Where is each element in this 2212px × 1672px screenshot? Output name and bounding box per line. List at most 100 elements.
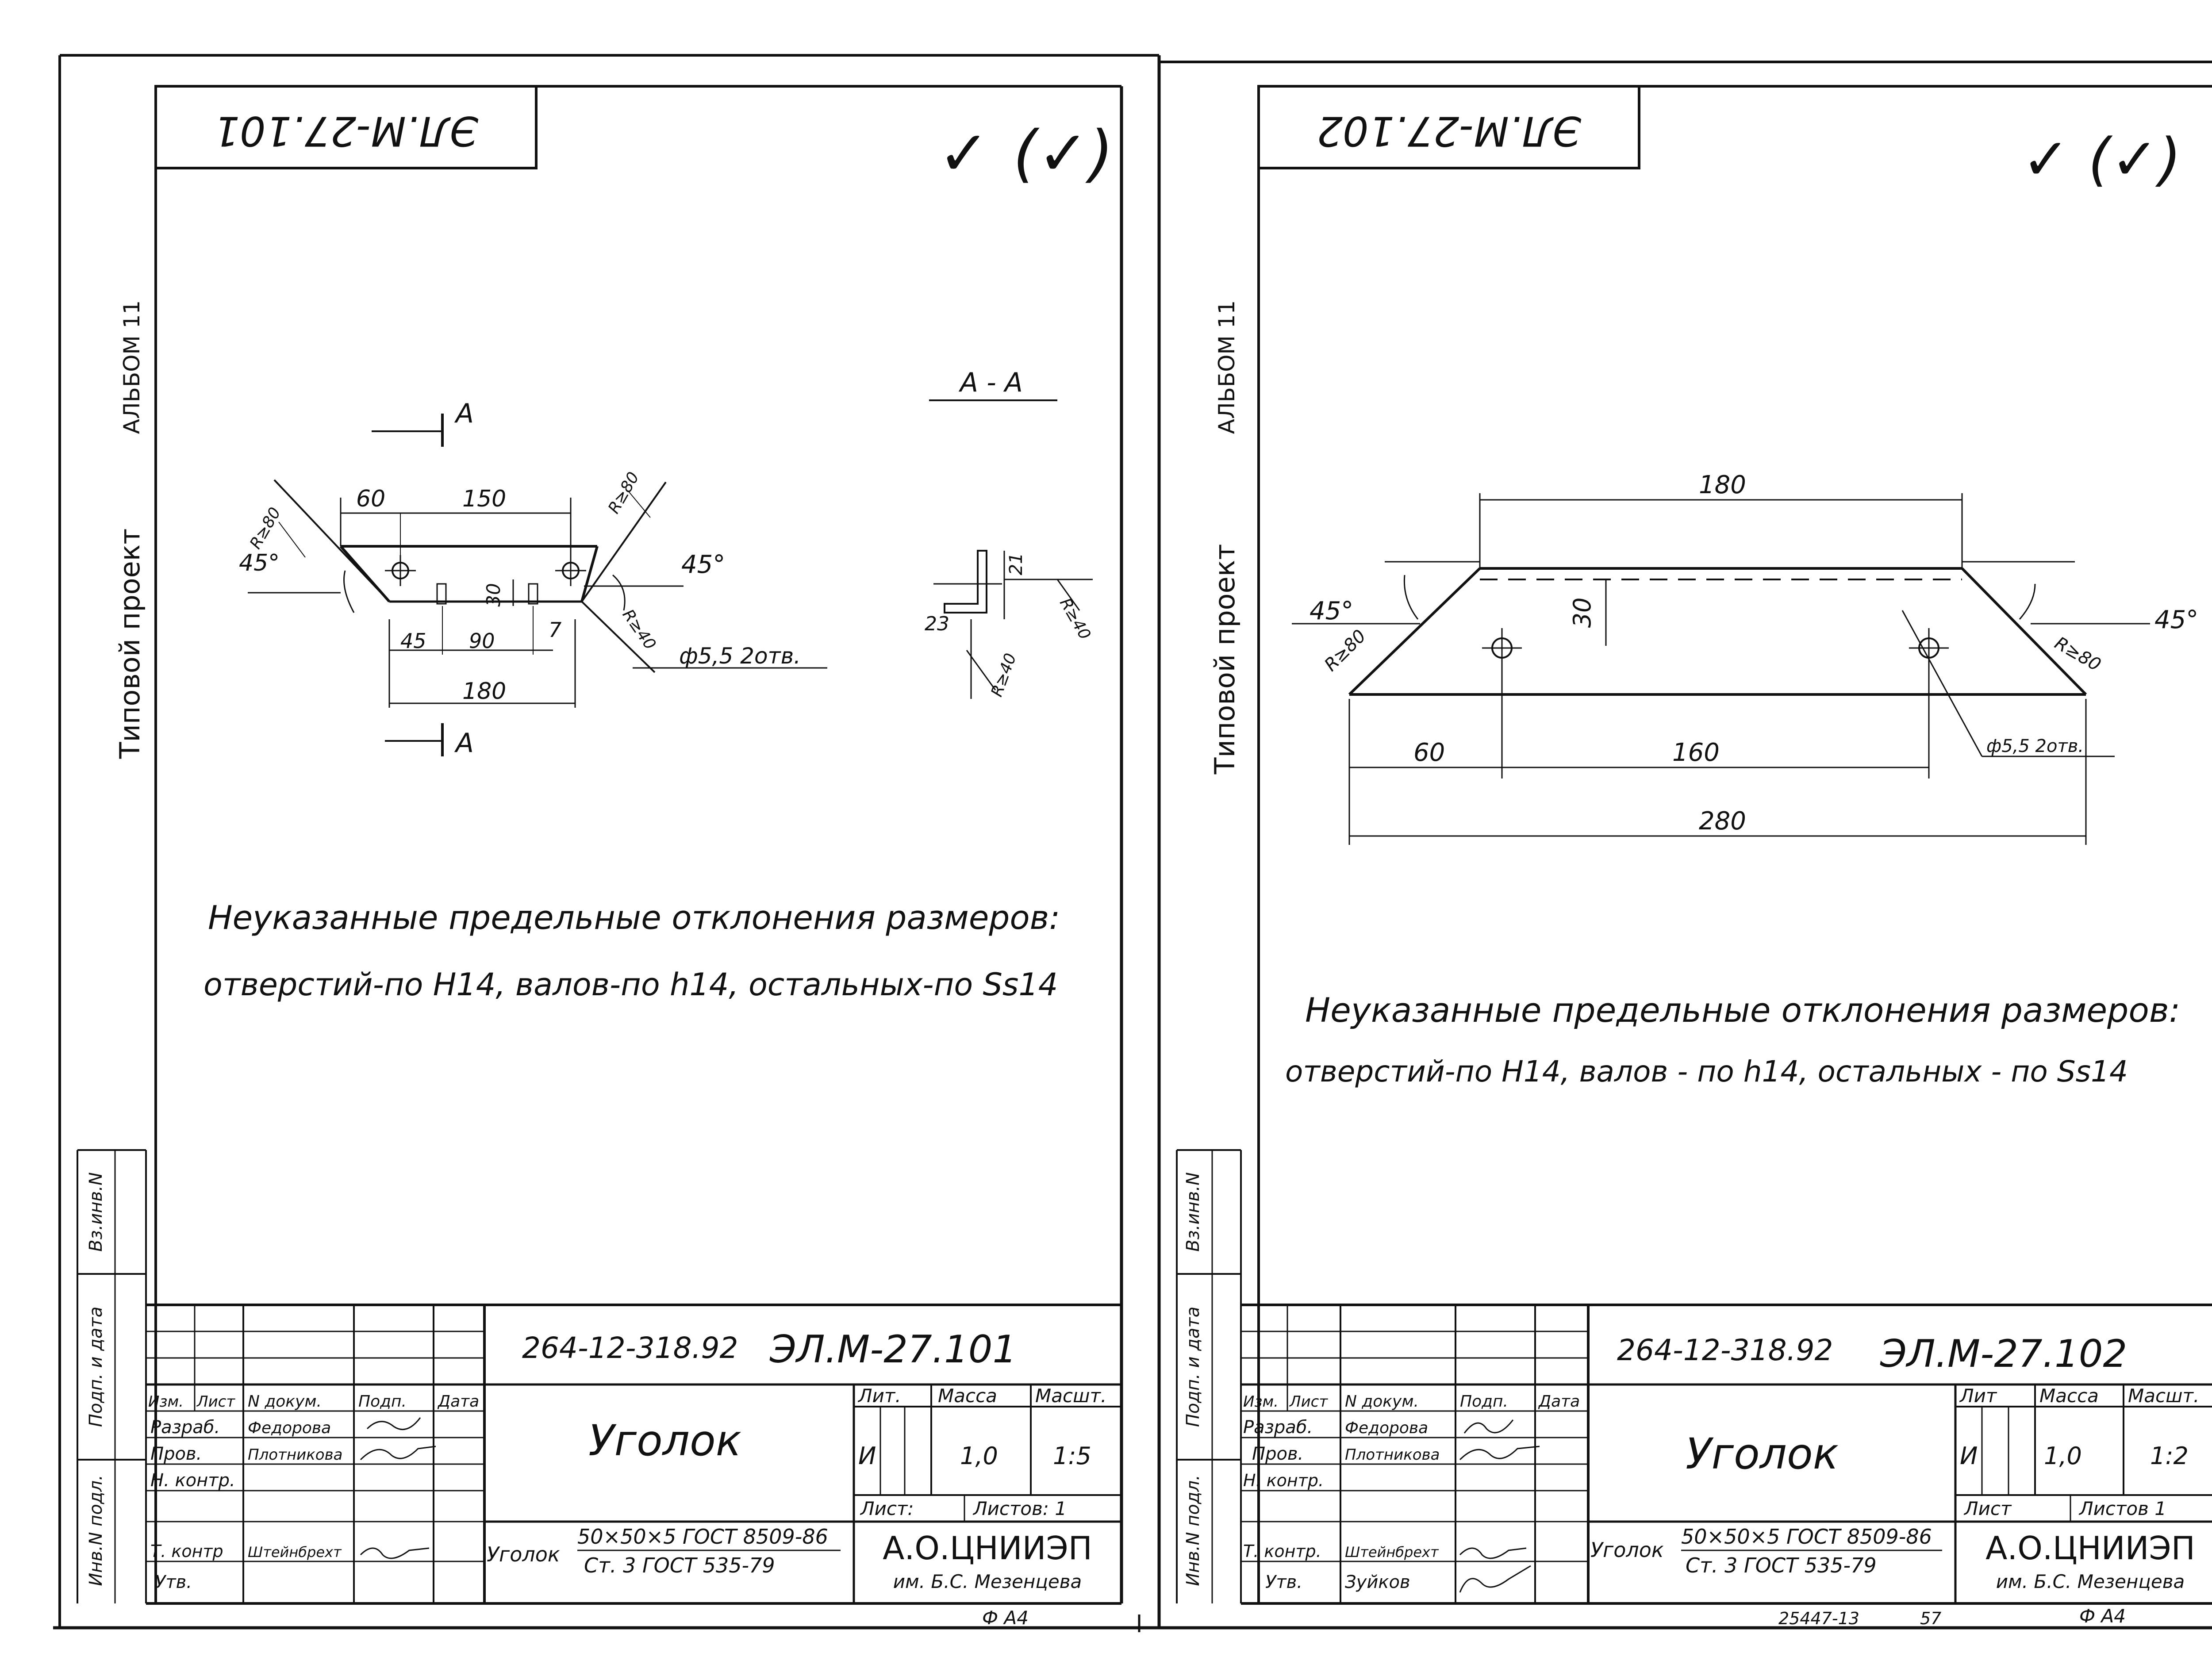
- name-tkontr-right: Штейнбрехт: [1345, 1544, 1439, 1561]
- section-radius-right: R≥40: [1056, 595, 1094, 643]
- title-block-right: 264-12-318.92 ЭЛ.М-27.102 Изм. Лист N до…: [1241, 1304, 2212, 1627]
- stamp-podp-data: Подп. и дата: [86, 1307, 106, 1427]
- dim-7: 7: [549, 618, 561, 642]
- dim-45: 45: [400, 629, 426, 653]
- section-dim-23: 23: [925, 613, 949, 635]
- material-prefix: Уголок: [487, 1542, 560, 1566]
- lit-label: Лит.: [857, 1385, 901, 1407]
- material-top: 50×50×5 ГОСТ 8509-86: [577, 1525, 828, 1549]
- name-utv-right: Зуйков: [1345, 1572, 1410, 1592]
- scale-value-right: 1:2: [2150, 1442, 2189, 1470]
- corner-code-right: ЭЛ.М-27.102: [1317, 107, 1581, 155]
- sheets-label-right: Листов 1: [2078, 1498, 2166, 1519]
- format-label-right: Ф А4: [2079, 1605, 2126, 1627]
- note-line-2-right: отверстий-по Н14, валов - по h14, осталь…: [1285, 1055, 2128, 1089]
- signature-tkontr-right: [1459, 1547, 1527, 1559]
- stamp-inv-podl: Инв.N подл.: [86, 1475, 106, 1586]
- item-name-right: Уголок: [1686, 1429, 1839, 1479]
- doc-code: ЭЛ.М-27.101: [769, 1327, 1017, 1372]
- hdr-izm-right: Изм.: [1243, 1393, 1279, 1411]
- material-top-right: 50×50×5 ГОСТ 8509-86: [1681, 1525, 1932, 1549]
- role-prov: Пров.: [150, 1444, 202, 1464]
- dim-280-right: 280: [1699, 807, 1746, 836]
- side-stamp-right: Вз.инв.N Подп. и дата Инв.N подл.: [1176, 1149, 1242, 1603]
- material-prefix-right: Уголок: [1590, 1538, 1664, 1562]
- dim-180: 180: [462, 678, 506, 705]
- roughness-sign: ✓: [938, 118, 990, 190]
- roughness-mark: ✓ (✓): [938, 118, 1114, 190]
- format-label: Ф А4: [982, 1607, 1029, 1629]
- signature-razrab-right: [1463, 1419, 1514, 1434]
- stamp-vz-inv: Вз.инв.N: [86, 1172, 106, 1252]
- signature-razrab: [366, 1417, 421, 1430]
- role-razrab-right: Разраб.: [1243, 1417, 1313, 1438]
- hole-callout-right: ф5,5 2отв.: [1986, 736, 2084, 756]
- signature-prov-right: [1459, 1446, 1540, 1461]
- signature-prov: [360, 1446, 436, 1461]
- hdr-podp-right: Подп.: [1460, 1392, 1508, 1411]
- mass-value-right: 1,0: [2044, 1442, 2082, 1470]
- mass-value: 1,0: [960, 1442, 998, 1470]
- role-tkontr-right: Т. контр.: [1243, 1542, 1321, 1561]
- stamp-vz-inv-right: Вз.инв.N: [1183, 1172, 1203, 1252]
- note-line-1: Неуказанные предельные отклонения размер…: [208, 899, 1060, 937]
- section-label: А - А: [958, 367, 1023, 398]
- sheets-label: Листов: 1: [972, 1498, 1067, 1519]
- angle-right-right: 45°: [2154, 606, 2198, 634]
- note-line-2: отверстий-по Н14, валов-по h14, остальны…: [204, 966, 1058, 1003]
- lit-value-right: И: [1960, 1442, 1978, 1470]
- roughness-paren: (✓): [1013, 118, 1114, 190]
- name-prov-right: Плотникова: [1345, 1446, 1440, 1464]
- stamp-podp-data-right: Подп. и дата: [1183, 1307, 1203, 1427]
- album-label-right: АЛЬБОМ 11: [1214, 300, 1240, 434]
- section-radius-bottom: R≥40: [988, 651, 1020, 699]
- stamp-inv-podl-right: Инв.N подл.: [1183, 1475, 1203, 1586]
- name-tkontr: Штейнбрехт: [248, 1544, 342, 1561]
- hdr-data: Дата: [437, 1392, 479, 1411]
- footer-sheet-number: 57: [1920, 1609, 1941, 1628]
- note-line-1-right: Неуказанные предельные отклонения размер…: [1305, 990, 2180, 1030]
- project-label: Типовой проект: [114, 529, 146, 759]
- org-name-right: А.О.ЦНИИЭП: [1985, 1530, 2195, 1567]
- section-view: А - А 23 21 R≥40 R≥40: [925, 367, 1094, 699]
- radius-right: R≥80: [605, 469, 643, 517]
- org-sub: им. Б.С. Мезенцева: [893, 1571, 1082, 1592]
- role-tkontr: Т. контр: [150, 1542, 223, 1561]
- corner-code: ЭЛ.М-27.101: [214, 107, 478, 155]
- radius-left: R≥80: [246, 504, 284, 552]
- title-block: 264-12-318.92 ЭЛ.М-27.101 Изм. Лист N до…: [146, 1304, 1121, 1629]
- org-name: А.О.ЦНИИЭП: [883, 1530, 1092, 1567]
- album-label: АЛЬБОМ 11: [119, 300, 145, 434]
- signature-utv-right: [1459, 1565, 1531, 1593]
- project-label-right: Типовой проект: [1209, 544, 1241, 775]
- outer-frame: [53, 54, 2212, 1632]
- dim-160-right: 160: [1672, 738, 1720, 767]
- hdr-ndok: N докум.: [248, 1392, 322, 1411]
- sheet-label: Лист:: [860, 1498, 914, 1519]
- name-razrab-right: Федорова: [1345, 1419, 1428, 1437]
- scale-value: 1:5: [1053, 1442, 1091, 1470]
- roughness-paren-right: (✓): [2088, 126, 2181, 193]
- dim-30: 30: [483, 583, 504, 606]
- role-prov-right: Пров.: [1252, 1444, 1303, 1464]
- dim-30-right: 30: [1568, 598, 1596, 628]
- corner-code-box-right: ЭЛ.М-27.102: [1257, 85, 1640, 169]
- dim-90: 90: [469, 629, 495, 653]
- angle-left-right: 45°: [1310, 597, 1353, 625]
- dim-150: 150: [462, 486, 506, 512]
- scale-label-right: Масшт.: [2128, 1385, 2199, 1407]
- lit-value: И: [858, 1442, 876, 1470]
- section-dim-21: 21: [1006, 553, 1026, 575]
- mass-label-right: Масса: [2039, 1385, 2099, 1407]
- hdr-podp: Подп.: [358, 1392, 407, 1411]
- hdr-ndok-right: N докум.: [1345, 1392, 1419, 1411]
- name-razrab: Федорова: [248, 1419, 331, 1437]
- corner-code-box: ЭЛ.М-27.101: [154, 85, 538, 169]
- signature-tkontr: [360, 1547, 430, 1559]
- roughness-mark-right: ✓ (✓): [2022, 126, 2181, 193]
- side-stamp: Вз.инв.N Подп. и дата Инв.N подл.: [77, 1149, 147, 1603]
- section-mark-top: А: [454, 398, 474, 429]
- role-razrab: Разраб.: [150, 1417, 220, 1438]
- material-bottom: Ст. 3 ГОСТ 535-79: [584, 1553, 775, 1577]
